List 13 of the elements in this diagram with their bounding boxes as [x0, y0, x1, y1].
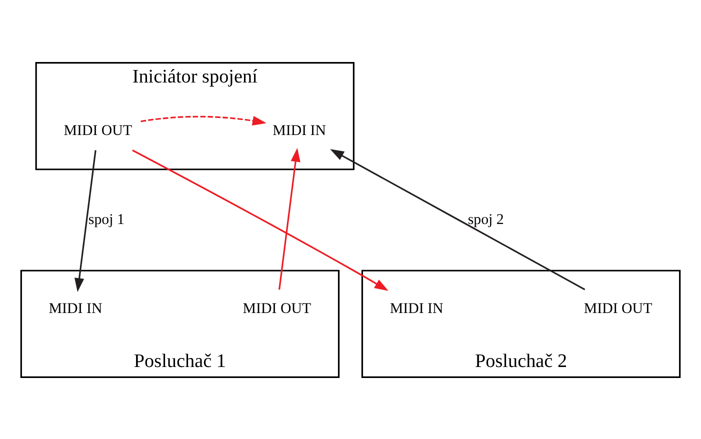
- node-text: MIDI OUT: [584, 300, 652, 316]
- node-text: MIDI OUT: [64, 122, 132, 138]
- arrow: [140, 115, 266, 126]
- edge-label: spoj 1: [88, 211, 124, 228]
- node-text: MIDI IN: [390, 300, 444, 316]
- node-text: MIDI IN: [272, 122, 326, 138]
- arrow: [278, 147, 300, 290]
- node-text: MIDI IN: [48, 300, 102, 316]
- arrow: [330, 148, 586, 290]
- edge-label: spoj 2: [468, 211, 504, 228]
- arrow: [74, 150, 96, 292]
- arrow: [132, 149, 388, 290]
- node-text: MIDI OUT: [242, 300, 312, 316]
